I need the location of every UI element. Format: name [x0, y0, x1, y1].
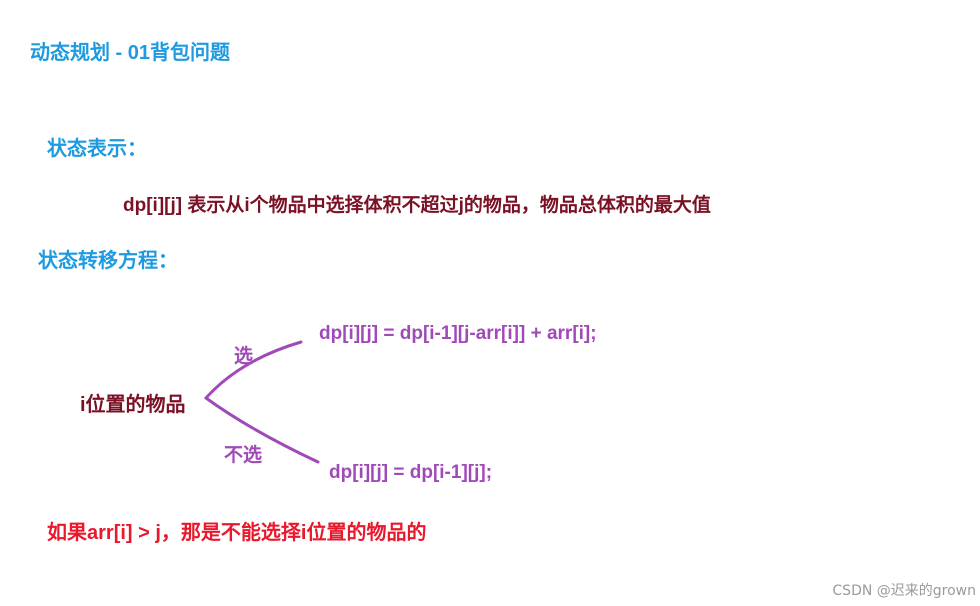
condition-note: 如果arr[i] > j，那是不能选择i位置的物品的 [47, 522, 427, 544]
watermark: CSDN @迟来的grown [832, 583, 976, 599]
root-label: i位置的物品 [80, 394, 186, 416]
not-choose-equation: dp[i][j] = dp[i-1][j]; [329, 462, 493, 483]
transition-heading: 状态转移方程： [38, 250, 178, 272]
not-choose-label: 不选 [224, 445, 263, 466]
choose-label: 选 [234, 346, 254, 367]
state-description: dp[i][j] 表示从i个物品中选择体积不超过j的物品，物品总体积的最大值 [123, 195, 711, 216]
choose-equation: dp[i][j] = dp[i-1][j-arr[i]] + arr[i]; [319, 323, 597, 344]
page-title: 动态规划 - 01背包问题 [30, 42, 231, 64]
state-heading: 状态表示： [47, 138, 147, 160]
branch-choose-line [204, 340, 303, 400]
branch-not-choose-line [204, 396, 320, 464]
